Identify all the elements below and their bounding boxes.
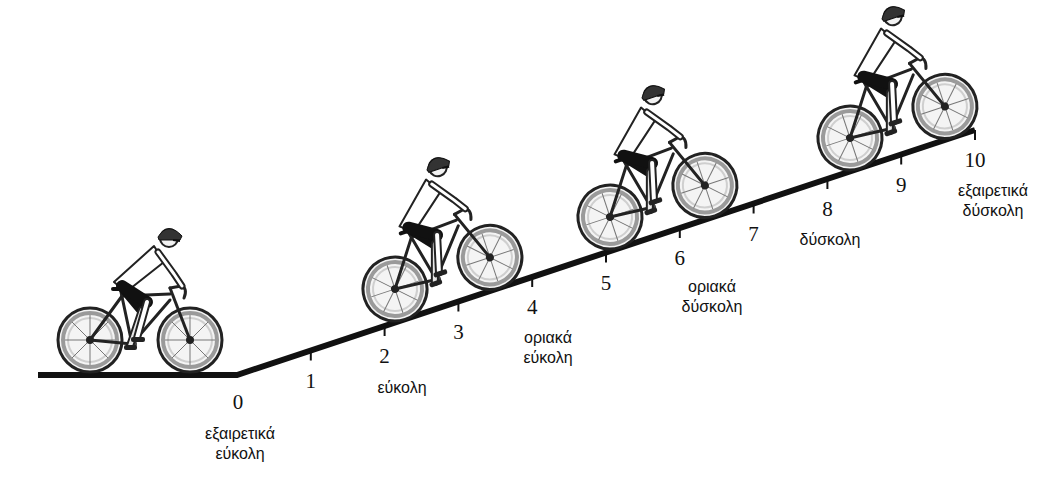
scale-number-slot: 5 <box>601 272 612 295</box>
effort-label-slot: εξαιρετικά εύκολη <box>192 424 288 464</box>
scale-number: 4 <box>527 296 538 319</box>
scale-number-slot: 2 <box>379 345 390 368</box>
scale-number: 3 <box>453 321 464 344</box>
scale-number-slot: 6 <box>675 247 686 270</box>
scale-number: 0 <box>233 391 244 414</box>
scale-number: 1 <box>306 370 317 393</box>
scale-number: 10 <box>965 149 986 172</box>
scale-number: 9 <box>896 174 907 197</box>
effort-label: οριακά εύκολη <box>507 328 589 368</box>
effort-label-slot: εύκολη <box>357 378 447 398</box>
scale-number: 2 <box>379 345 390 368</box>
effort-label-slot: οριακά εύκολη <box>507 328 589 368</box>
scale-number-slot: 4 <box>527 296 538 319</box>
effort-label: οριακά δύσκολη <box>671 277 753 317</box>
effort-label: εξαιρετικά δύσκολη <box>949 181 1037 221</box>
effort-label: εξαιρετικά εύκολη <box>192 424 288 464</box>
scale-number-slot: 8 <box>822 198 833 221</box>
scale-number-slot: 9 <box>896 174 907 197</box>
scale-number: 8 <box>822 198 833 221</box>
effort-label: εύκολη <box>357 378 447 398</box>
scale-number-slot: 1 <box>306 370 317 393</box>
scale-number: 7 <box>748 223 759 246</box>
effort-label: δύσκολη <box>785 230 875 250</box>
scale-number-slot: 0 <box>233 391 244 414</box>
effort-label-slot: δύσκολη <box>785 230 875 250</box>
scale-number-slot: 3 <box>453 321 464 344</box>
scale-number-slot: 10 <box>965 149 986 172</box>
scale-number: 5 <box>601 272 612 295</box>
effort-label-slot: οριακά δύσκολη <box>671 277 753 317</box>
effort-label-slot: εξαιρετικά δύσκολη <box>949 181 1037 221</box>
scale-number-slot: 7 <box>748 223 759 246</box>
scale-number: 6 <box>675 247 686 270</box>
